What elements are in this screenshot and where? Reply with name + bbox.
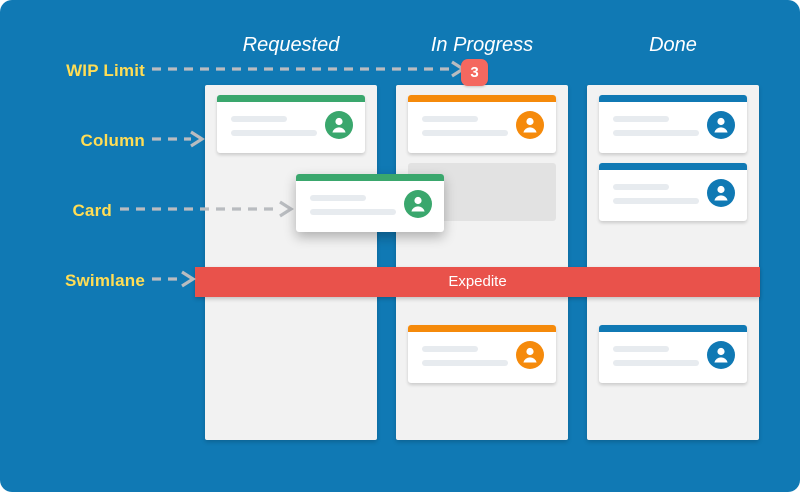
card-in-progress-expedite[interactable]: [408, 325, 556, 383]
card-title-line: [613, 116, 669, 122]
card-requested-1[interactable]: [217, 95, 365, 153]
card-accent-bar: [599, 163, 747, 170]
connector-arrow-card: [120, 200, 300, 218]
wip-limit-badge: 3: [461, 59, 488, 86]
card-subtitle-line: [422, 360, 508, 366]
avatar-icon: [325, 111, 353, 139]
card-accent-bar: [217, 95, 365, 102]
card-body: [599, 332, 747, 383]
swimlane-label: Expedite: [448, 273, 507, 290]
card-title-line: [422, 346, 478, 352]
dragged-card[interactable]: [296, 174, 444, 232]
avatar-icon: [404, 190, 432, 218]
avatar-icon: [516, 111, 544, 139]
avatar-icon: [516, 341, 544, 369]
card-subtitle-line: [613, 130, 699, 136]
column-header-requested: Requested: [242, 34, 340, 56]
card-subtitle-line: [231, 130, 317, 136]
card-subtitle-line: [422, 130, 508, 136]
card-in-progress-1[interactable]: [408, 95, 556, 153]
card-body: [599, 170, 747, 221]
connector-arrow-wip-limit: [152, 60, 472, 78]
expedite-swimlane[interactable]: Expedite: [195, 267, 760, 297]
card-done-1[interactable]: [599, 95, 747, 153]
column-requested[interactable]: [205, 85, 377, 440]
card-accent-bar: [408, 95, 556, 102]
connector-arrow-swimlane: [152, 270, 202, 288]
column-header-done: Done: [649, 34, 697, 56]
card-subtitle-line: [310, 209, 396, 215]
column-in-progress[interactable]: [396, 85, 568, 440]
card-body: [217, 102, 365, 153]
annotation-label-card: Card: [72, 201, 112, 220]
card-title-line: [310, 195, 366, 201]
annotation-label-column: Column: [80, 131, 145, 150]
card-accent-bar: [296, 174, 444, 181]
column-header-in-progress: In Progress: [430, 34, 534, 56]
avatar-icon: [707, 341, 735, 369]
card-title-line: [613, 184, 669, 190]
card-done-2[interactable]: [599, 163, 747, 221]
card-accent-bar: [599, 325, 747, 332]
annotation-label-wip-limit: WIP Limit: [66, 61, 145, 80]
avatar-icon: [707, 111, 735, 139]
card-accent-bar: [599, 95, 747, 102]
annotation-label-swimlane: Swimlane: [64, 271, 145, 290]
card-title-line: [422, 116, 478, 122]
card-body: [296, 181, 444, 232]
connector-arrow-column: [152, 130, 210, 148]
card-body: [599, 102, 747, 153]
card-title-line: [613, 346, 669, 352]
card-done-expedite[interactable]: [599, 325, 747, 383]
card-body: [408, 102, 556, 153]
avatar-icon: [707, 179, 735, 207]
card-subtitle-line: [613, 198, 699, 204]
column-done[interactable]: [587, 85, 759, 440]
card-title-line: [231, 116, 287, 122]
card-accent-bar: [408, 325, 556, 332]
card-subtitle-line: [613, 360, 699, 366]
card-body: [408, 332, 556, 383]
